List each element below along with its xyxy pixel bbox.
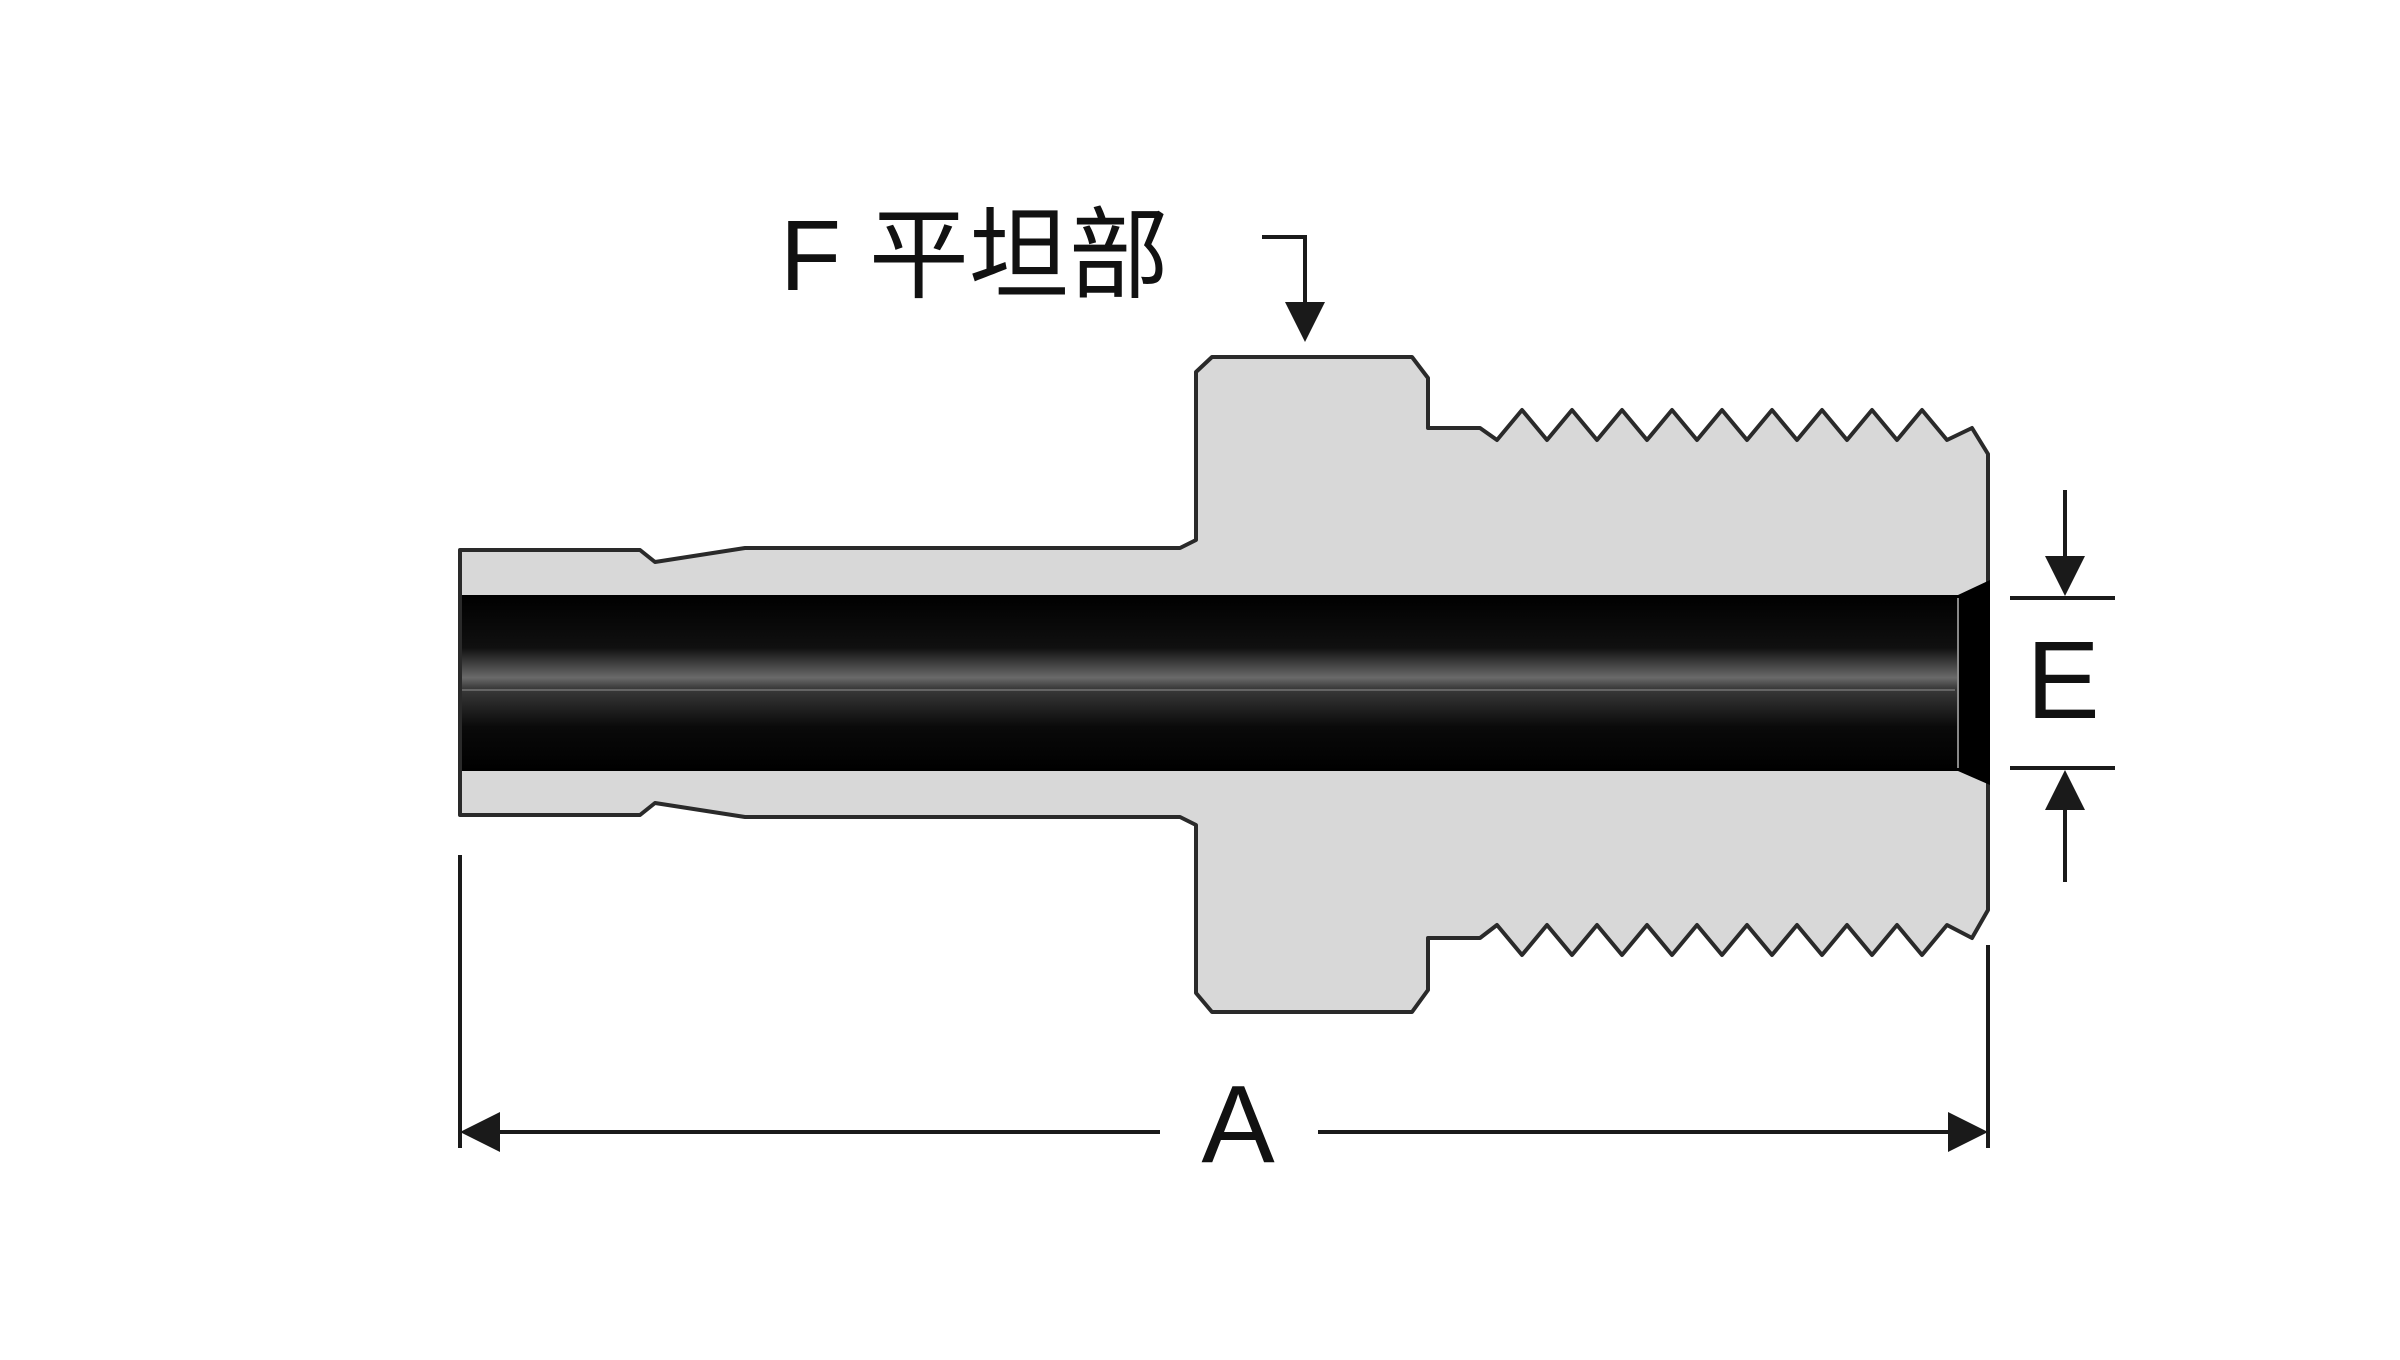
dim-a-label: A — [1201, 1063, 1275, 1186]
bore-chamfer — [1958, 580, 1990, 785]
dim-e-label: E — [2026, 619, 2099, 742]
fitting-body-lower — [458, 766, 1990, 1014]
bore — [460, 595, 1982, 771]
flat-label: F 平坦部 — [780, 200, 1169, 312]
flat-leader-line — [1262, 235, 1325, 342]
fitting-body-upper — [458, 355, 1990, 600]
